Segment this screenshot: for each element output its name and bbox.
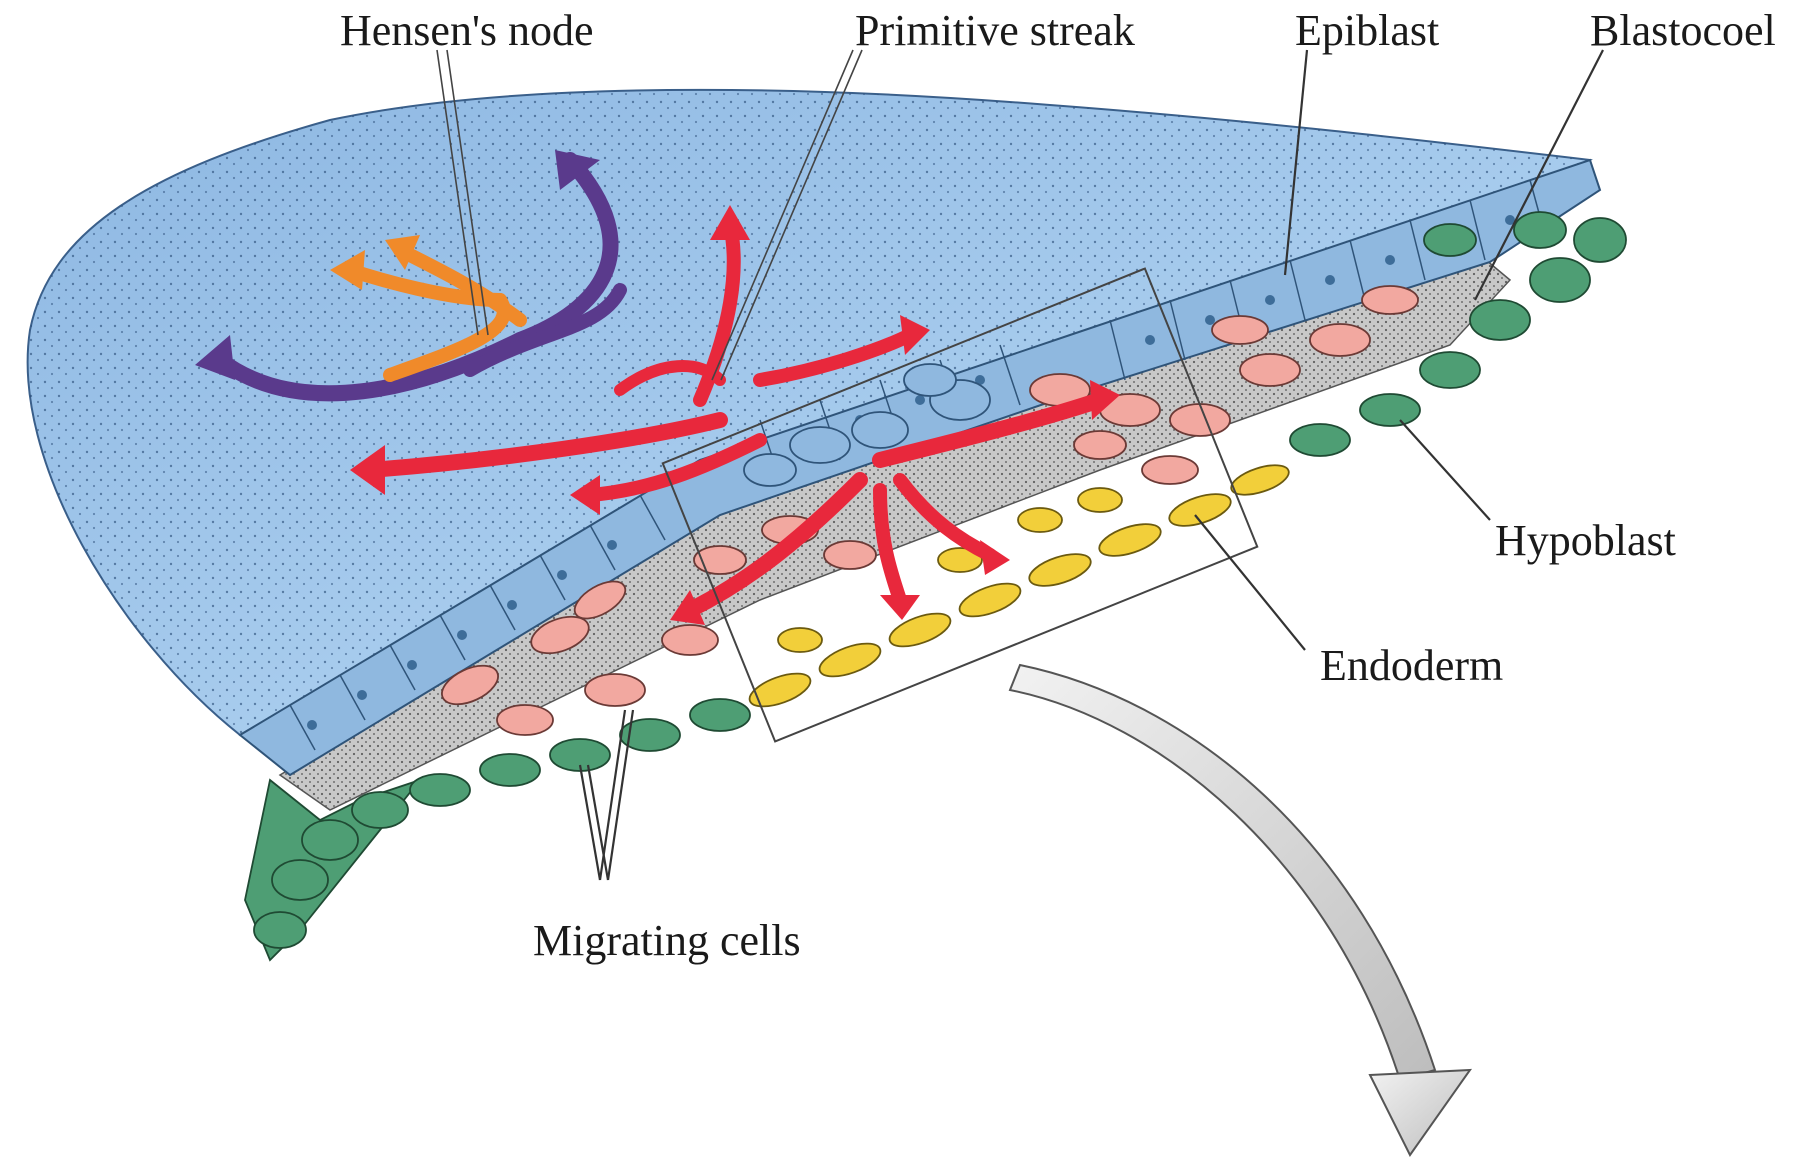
label-epiblast: Epiblast xyxy=(1295,6,1439,55)
label-endoderm: Endoderm xyxy=(1320,641,1503,690)
label-blastocoel: Blastocoel xyxy=(1590,6,1776,55)
label-hypoblast: Hypoblast xyxy=(1495,516,1676,565)
zoom-arrow xyxy=(1010,665,1470,1155)
label-primitive-streak: Primitive streak xyxy=(855,6,1135,55)
label-hensens-node: Hensen's node xyxy=(340,6,594,55)
label-migrating-cells: Migrating cells xyxy=(533,916,801,965)
